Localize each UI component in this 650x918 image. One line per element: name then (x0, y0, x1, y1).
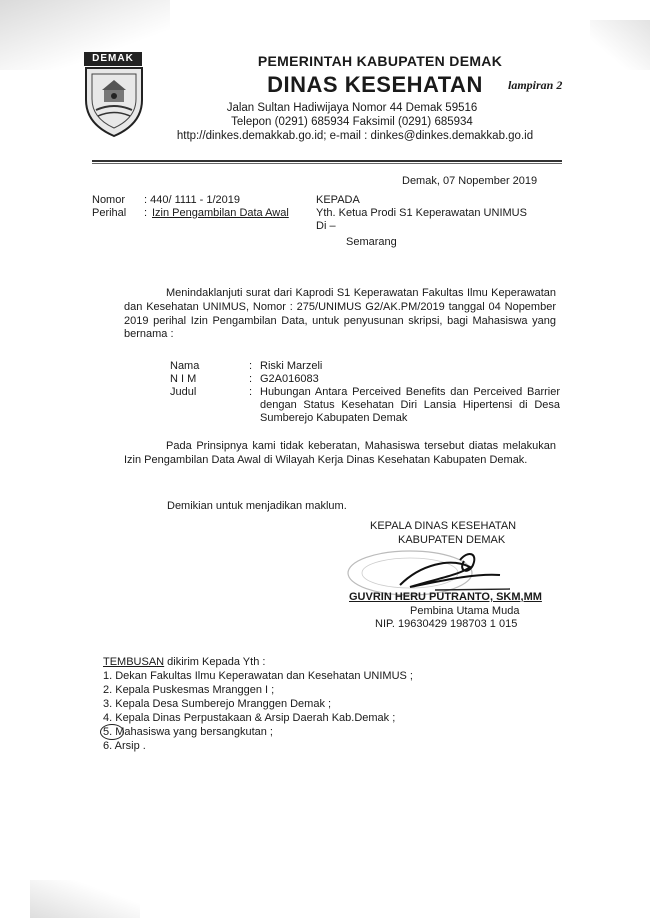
body-paragraph-1: Menindaklanjuti surat dari Kaprodi S1 Ke… (124, 287, 556, 341)
address-line: Jalan Sultan Hadiwijaya Nomor 44 Demak 5… (226, 102, 478, 114)
tembusan-item: 1. Dekan Fakultas Ilmu Keperawatan dan K… (103, 670, 413, 682)
recipient-kepada: KEPADA (316, 194, 360, 206)
letterhead-divider (92, 160, 562, 162)
perihal-label: Perihal (92, 207, 127, 219)
nim-value: G2A016083 (260, 373, 319, 385)
signatory-name: GUVRIN HERU PUTRANTO, SKM,MM (349, 591, 542, 603)
tembusan-item: 3. Kepala Desa Sumberejo Mranggen Demak … (103, 698, 332, 710)
tembusan-item: 6. Arsip . (103, 740, 146, 752)
tembusan-item: 5. Mahasiswa yang bersangkutan ; (103, 726, 273, 738)
crest-shield-icon (85, 67, 143, 138)
tembusan-heading: TEMBUSAN dikirim Kepada Yth : (103, 656, 265, 668)
signature-title-1: KEPALA DINAS KESEHATAN (370, 520, 517, 532)
perihal-value: Izin Pengambilan Data Awal (152, 207, 289, 219)
signature-title-2: KABUPATEN DEMAK (398, 534, 506, 546)
nama-colon: : (249, 360, 253, 372)
web-email-line: http://dinkes.demakkab.go.id; e-mail : d… (176, 130, 534, 142)
judul-label: Judul (170, 386, 197, 398)
official-stamp-and-signature (347, 550, 511, 596)
body-paragraph-2: Pada Prinsipnya kami tidak keberatan, Ma… (124, 440, 556, 466)
judul-value: Hubungan Antara Perceived Benefits dan P… (260, 386, 560, 424)
nim-colon: : (249, 373, 253, 385)
handwritten-annotation: lampiran 2 (508, 78, 563, 92)
recipient-line1: Yth. Ketua Prodi S1 Keperawatan UNIMUS (316, 207, 527, 219)
phone-line: Telepon (0291) 685934 Faksimil (0291) 68… (231, 116, 473, 128)
judul-colon: : (249, 386, 253, 398)
letterhead-divider-thin (92, 163, 562, 164)
tembusan-label: TEMBUSAN (103, 656, 165, 668)
handwritten-circle-mark (100, 724, 124, 740)
nama-label: Nama (170, 360, 200, 372)
tembusan-item: 4. Kepala Dinas Perpustakaan & Arsip Dae… (103, 712, 396, 724)
demak-crest-logo: DEMAK (82, 52, 146, 138)
scan-shadow-top-right (590, 20, 650, 70)
agency-name: DINAS KESEHATAN (267, 72, 483, 97)
nomor-value: : 440/ 1111 - 1/2019 (144, 194, 241, 206)
recipient-city: Semarang (346, 236, 397, 248)
perihal-colon: : (144, 207, 148, 219)
nim-label: N I M (170, 373, 197, 385)
government-name: PEMERINTAH KABUPATEN DEMAK (257, 53, 503, 69)
logo-text: DEMAK (84, 52, 142, 66)
recipient-line2: Di – (316, 220, 336, 232)
scan-shadow-bottom-left (30, 880, 140, 918)
date-line: Demak, 07 Nopember 2019 (402, 175, 538, 187)
nama-value: Riski Marzeli (260, 360, 323, 372)
tembusan-item: 2. Kepala Puskesmas Mranggen I ; (103, 684, 275, 696)
tembusan-heading-rest: dikirim Kepada Yth : (164, 656, 266, 668)
signatory-rank: Pembina Utama Muda (410, 605, 520, 617)
closing-line: Demikian untuk menjadikan maklum. (167, 500, 347, 512)
signatory-nip: NIP. 19630429 198703 1 015 (375, 618, 518, 630)
nomor-label: Nomor (92, 194, 126, 206)
